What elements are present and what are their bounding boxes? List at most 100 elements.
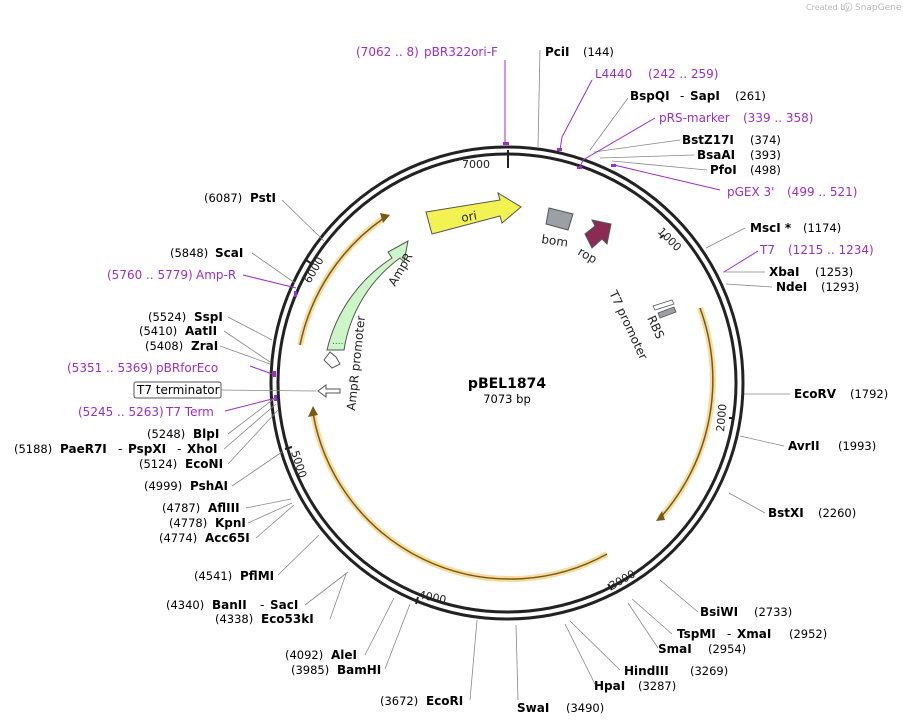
site-pos: (5408): [145, 339, 183, 353]
site-pos: (498): [750, 163, 781, 177]
primer-name: L4440: [595, 67, 632, 81]
site-name: PshAI: [190, 479, 228, 493]
plasmid-size: 7073 bp: [483, 392, 531, 406]
primer-range: (7062 .. 8): [356, 45, 419, 59]
credit-text: Created by: [806, 3, 850, 12]
site-pos: (1993): [838, 439, 876, 453]
site-name: PflMI: [240, 569, 274, 583]
t7-terminator-label-box: T7 terminator: [133, 381, 222, 399]
site-name: MscI *: [750, 221, 792, 235]
primer-range: (242 .. 259): [648, 67, 718, 81]
t7-promoter-label: T7 promoter: [606, 287, 651, 361]
site-pos: (2954): [708, 642, 746, 656]
site-name: SmaI: [658, 642, 692, 656]
site-pos: (2733): [754, 605, 792, 619]
insert-arrowhead-right: [656, 511, 665, 521]
site-pos: (5124): [139, 457, 177, 471]
primer-range: (339 .. 358): [743, 111, 813, 125]
site-name: BsaAI: [697, 148, 735, 162]
insert-arrowhead-top: [380, 213, 390, 223]
site-name: PaeR7I: [60, 442, 107, 456]
site-pos: (4999): [144, 479, 182, 493]
site-pos: (5524): [148, 310, 186, 324]
snapgene-logo-icon: [843, 2, 853, 12]
sites-left: (6087) PstI (5848) ScaI (5524) SspI (541…: [14, 191, 463, 708]
site-name: AvrII: [788, 439, 820, 453]
callout-lines-right: [515, 49, 790, 701]
site-name: XmaI: [737, 627, 771, 641]
site-pos: (1174): [803, 221, 841, 235]
site-name: PciI: [545, 45, 570, 59]
site-name: ScaI: [215, 246, 243, 260]
site-pos: (1253): [815, 265, 853, 279]
primer-range: (5351 .. 5369): [67, 361, 153, 375]
site-name: BstXI: [768, 506, 804, 520]
primer-name: pRS-marker: [659, 111, 730, 125]
site-pos: (5188): [14, 442, 52, 456]
site-name: ZraI: [191, 339, 218, 353]
site-pos: (3490): [566, 701, 604, 715]
insert-arrowhead-left: [308, 406, 318, 417]
insert-arcs: [297, 213, 716, 583]
feature-bom: bom: [541, 207, 574, 250]
ori-label: ori: [460, 208, 478, 224]
t7-terminator-label: T7 terminator: [136, 383, 220, 397]
site-pos: (4787): [162, 501, 200, 515]
site-sep: -: [118, 442, 122, 456]
site-pos: (3269): [690, 664, 728, 678]
feature-ori: ori: [425, 191, 522, 235]
credit-bar: Created by SnapGene: [806, 2, 902, 13]
site-pos: (4778): [169, 516, 207, 530]
site-pos: (4338): [215, 612, 253, 626]
tick-7000: 7000: [462, 158, 490, 171]
site-name: SapI: [690, 89, 720, 103]
feature-t7-promoter: T7 promoter: [606, 287, 675, 362]
site-pos: (4541): [194, 569, 232, 583]
primer-range: (5760 .. 5779): [107, 268, 193, 282]
bom-label: bom: [541, 232, 569, 250]
ampr-ellipsis: ....: [332, 337, 343, 347]
site-pos: (374): [750, 133, 781, 147]
rbs-label: RBS: [644, 313, 667, 341]
primer-name: Amp-R: [196, 268, 236, 282]
site-name: AflIII: [208, 501, 240, 515]
site-pos: (4774): [159, 531, 197, 545]
feature-t7-terminator-glyph: [317, 384, 341, 398]
site-name: PfoI: [710, 163, 737, 177]
tick-4000: 4000: [417, 588, 447, 607]
site-name: PspXI: [128, 442, 166, 456]
site-name: XhoI: [187, 442, 218, 456]
site-name: SspI: [194, 310, 223, 324]
site-name: Eco53kI: [261, 612, 314, 626]
site-pos: (4092): [285, 648, 323, 662]
site-pos: (6087): [204, 191, 242, 205]
site-pos: (5410): [139, 324, 177, 338]
plasmid-name: pBEL1874: [468, 376, 546, 392]
site-name: BanII: [212, 598, 247, 612]
site-sep: -: [727, 627, 731, 641]
site-name: TspMI: [677, 627, 716, 641]
site-name: SacI: [270, 598, 298, 612]
site-name: EcoRI: [426, 694, 463, 708]
sites-right: PciI (144) BspQI - SapI (261) BstZ17I (3…: [517, 45, 888, 715]
feature-rop: rop: [576, 219, 612, 266]
site-name: BlpI: [193, 427, 219, 441]
primer-range: (5245 .. 5263): [78, 405, 164, 419]
site-name: EcoRV: [794, 387, 837, 401]
primer-name: pBR322ori-F: [424, 45, 498, 59]
site-name: PstI: [250, 191, 276, 205]
site-name: HpaI: [594, 679, 625, 693]
site-pos: (3672): [380, 694, 418, 708]
ampr-label: AmpR: [385, 250, 415, 288]
primer-range: (1215 .. 1234): [788, 243, 874, 257]
brand-text: SnapGene: [855, 3, 902, 13]
callout-lines-left: [219, 199, 478, 701]
site-name: AatII: [185, 324, 217, 338]
site-sep: -: [680, 89, 684, 103]
site-name: EcoNI: [185, 457, 223, 471]
site-pos: (2260): [818, 506, 856, 520]
site-name: KpnI: [215, 516, 246, 530]
primer-range: (499 .. 521): [787, 185, 857, 199]
tick-2000: 2000: [714, 403, 729, 432]
site-sep: -: [260, 598, 264, 612]
